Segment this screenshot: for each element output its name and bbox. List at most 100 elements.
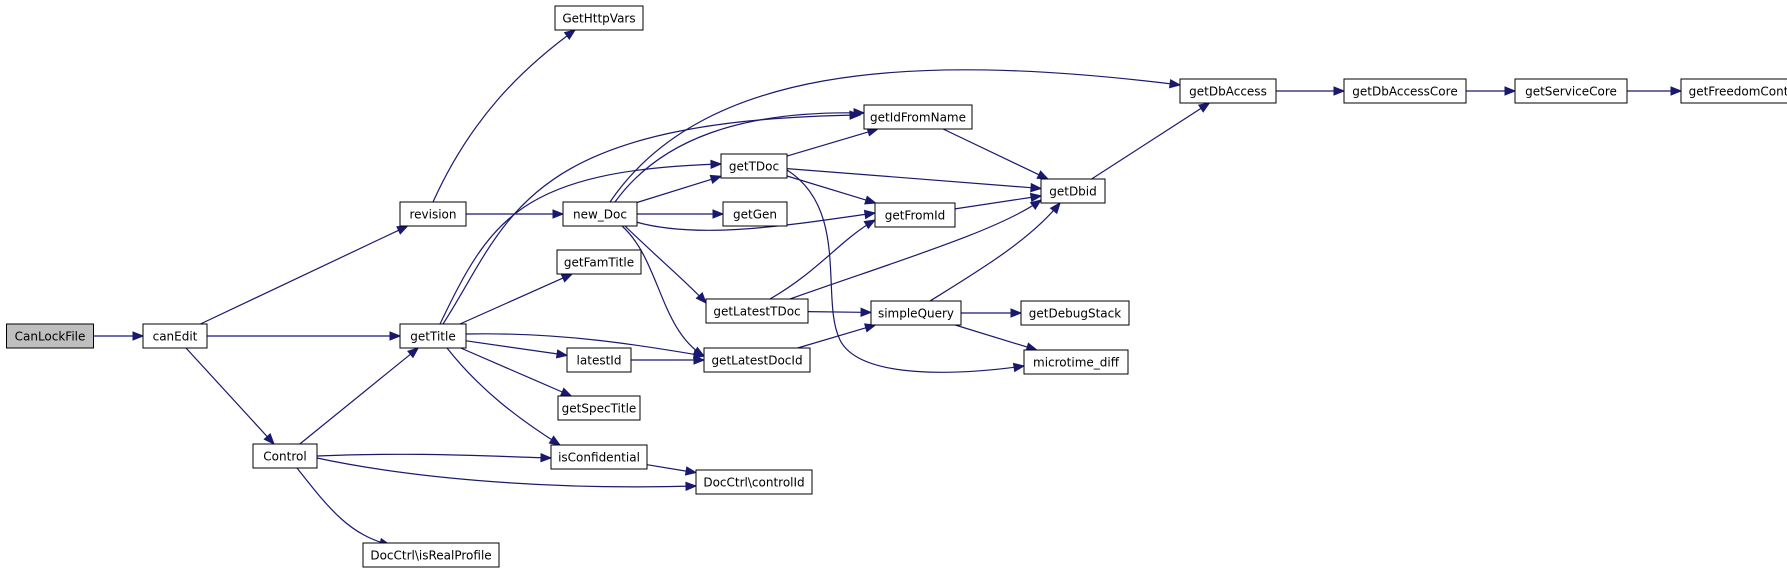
node-box[interactable] — [1040, 178, 1106, 204]
edge-line — [609, 69, 1181, 203]
node-getfreedomcontext[interactable]: getFreedomContext — [1680, 78, 1787, 104]
node-revision[interactable]: revision — [399, 201, 467, 227]
edge-line — [200, 229, 399, 325]
node-box[interactable] — [703, 347, 811, 373]
node-getfamtitle[interactable]: getFamTitle — [556, 249, 642, 275]
arrowhead-icon — [540, 452, 553, 463]
node-box[interactable] — [1023, 349, 1129, 375]
node-box[interactable] — [874, 202, 956, 228]
edge-line — [459, 277, 564, 325]
node-box[interactable] — [705, 298, 809, 324]
edge-getTitle-to-latestId — [465, 340, 569, 359]
arrowhead-icon — [1670, 86, 1683, 96]
arrowhead-icon — [1012, 362, 1026, 373]
node-box[interactable] — [720, 153, 788, 179]
edge-canEdit-to-Control — [185, 347, 275, 445]
node-getservicecore[interactable]: getServiceCore — [1514, 78, 1628, 104]
node-label: Control — [263, 450, 306, 464]
node-gethttpvars[interactable]: GetHttpVars — [554, 5, 644, 31]
node-box[interactable] — [399, 201, 467, 227]
node-getdbaccess[interactable]: getDbAccess — [1179, 78, 1277, 104]
node-label: getFamTitle — [564, 256, 634, 270]
node-box[interactable] — [6, 323, 94, 349]
node-canedit[interactable]: canEdit — [142, 323, 208, 349]
node-label: getIdFromName — [870, 111, 966, 125]
node-simplequery[interactable]: simpleQuery — [870, 300, 962, 326]
arrowhead-icon — [563, 29, 577, 40]
node-getidfromname[interactable]: getIdFromName — [863, 104, 973, 130]
node-isconfidential[interactable]: isConfidential — [550, 444, 648, 470]
node-getdbaccesscore[interactable]: getDbAccessCore — [1343, 78, 1467, 104]
arrowhead-icon — [1029, 199, 1043, 210]
edge-simpleQuery-to-microtime_diff — [955, 324, 1039, 352]
edge-new_Doc-to-getLatestDocId — [621, 225, 706, 357]
edge-getLatestTDoc-to-getDbid — [789, 199, 1043, 300]
edge-getTitle-to-getIdFromName — [442, 110, 862, 325]
node-getdbid[interactable]: getDbid — [1040, 178, 1106, 204]
node-getgen[interactable]: getGen — [722, 201, 788, 227]
node-box[interactable] — [695, 469, 813, 495]
arrowhead-icon — [548, 435, 562, 446]
node-box[interactable] — [1020, 300, 1130, 326]
node-box[interactable] — [399, 323, 467, 349]
node-box[interactable] — [550, 444, 648, 470]
edge-line — [614, 112, 865, 203]
node-box[interactable] — [142, 323, 208, 349]
edge-Control-to-isConfidential — [316, 452, 553, 463]
node-box[interactable] — [1343, 78, 1467, 104]
node-box[interactable] — [870, 300, 962, 326]
edge-line — [296, 467, 391, 546]
node-getlatesttdoc[interactable]: getLatestTDoc — [705, 298, 809, 324]
node-getlatestdocid[interactable]: getLatestDocId — [703, 347, 811, 373]
node-box[interactable] — [566, 347, 632, 373]
node-gettitle[interactable]: getTitle — [399, 323, 467, 349]
edge-line — [316, 453, 552, 459]
node-box[interactable] — [1179, 78, 1277, 104]
edge-simpleQuery-to-getDebugStack — [961, 308, 1023, 318]
node-getfromid[interactable]: getFromId — [874, 202, 956, 228]
node-microtime-diff[interactable]: microtime_diff — [1023, 349, 1129, 375]
arrowhead-icon — [864, 195, 877, 205]
node-getdebugstack[interactable]: getDebugStack — [1020, 300, 1130, 326]
node-label: getTDoc — [729, 160, 779, 174]
arrowhead-icon — [1504, 86, 1517, 96]
arrowhead-icon — [853, 108, 866, 118]
node-label: getSpecTitle — [562, 402, 637, 416]
nodes-layer: CanLockFile canEdit revision getTitleContro… — [6, 5, 1787, 568]
node-box[interactable] — [722, 201, 788, 227]
node-box[interactable] — [252, 443, 318, 469]
node-box[interactable] — [863, 104, 973, 130]
arrowhead-icon — [712, 209, 725, 219]
node-label: simpleQuery — [878, 307, 954, 321]
arrowhead-icon — [1169, 79, 1182, 89]
node-box[interactable] — [1680, 78, 1787, 104]
node-getspectitle[interactable]: getSpecTitle — [557, 395, 641, 421]
node-box[interactable] — [1514, 78, 1628, 104]
node-label: revision — [409, 208, 456, 222]
node-box[interactable] — [562, 201, 638, 227]
node-docctrl-controlid[interactable]: DocCtrl\controlId — [695, 469, 813, 495]
arrowhead-icon — [864, 323, 877, 333]
node-box[interactable] — [557, 395, 641, 421]
node-canlockfile[interactable]: CanLockFile — [6, 323, 94, 349]
edge-isConfidential-to-DocCtrl_controlId — [646, 464, 698, 476]
node-latestid[interactable]: latestId — [566, 347, 632, 373]
edge-getTitle-to-getFamTitle — [459, 273, 574, 325]
edge-getTitle-to-isConfidential — [446, 347, 562, 446]
arrowhead-icon — [263, 433, 275, 445]
node-box[interactable] — [556, 249, 642, 275]
node-label: getFreedomContext — [1689, 85, 1787, 99]
edge-CanLockFile-to-canEdit — [93, 331, 145, 341]
node-box[interactable] — [362, 542, 500, 568]
node-control[interactable]: Control — [252, 443, 318, 469]
edge-new_Doc-to-getDbAccess — [609, 69, 1182, 203]
node-label: getDebugStack — [1029, 307, 1121, 321]
edge-canEdit-to-revision — [200, 225, 409, 325]
node-new-doc[interactable]: new_Doc — [562, 201, 638, 227]
node-docctrl-isrealprofile[interactable]: DocCtrl\isRealProfile — [362, 542, 500, 568]
edge-getDbAccessCore-to-getServiceCore — [1466, 86, 1517, 96]
edge-getServiceCore-to-getFreedomContext — [1627, 86, 1683, 96]
node-gettdoc[interactable]: getTDoc — [720, 153, 788, 179]
node-box[interactable] — [554, 5, 644, 31]
edge-new_Doc-to-getLatestTDoc — [624, 225, 707, 305]
